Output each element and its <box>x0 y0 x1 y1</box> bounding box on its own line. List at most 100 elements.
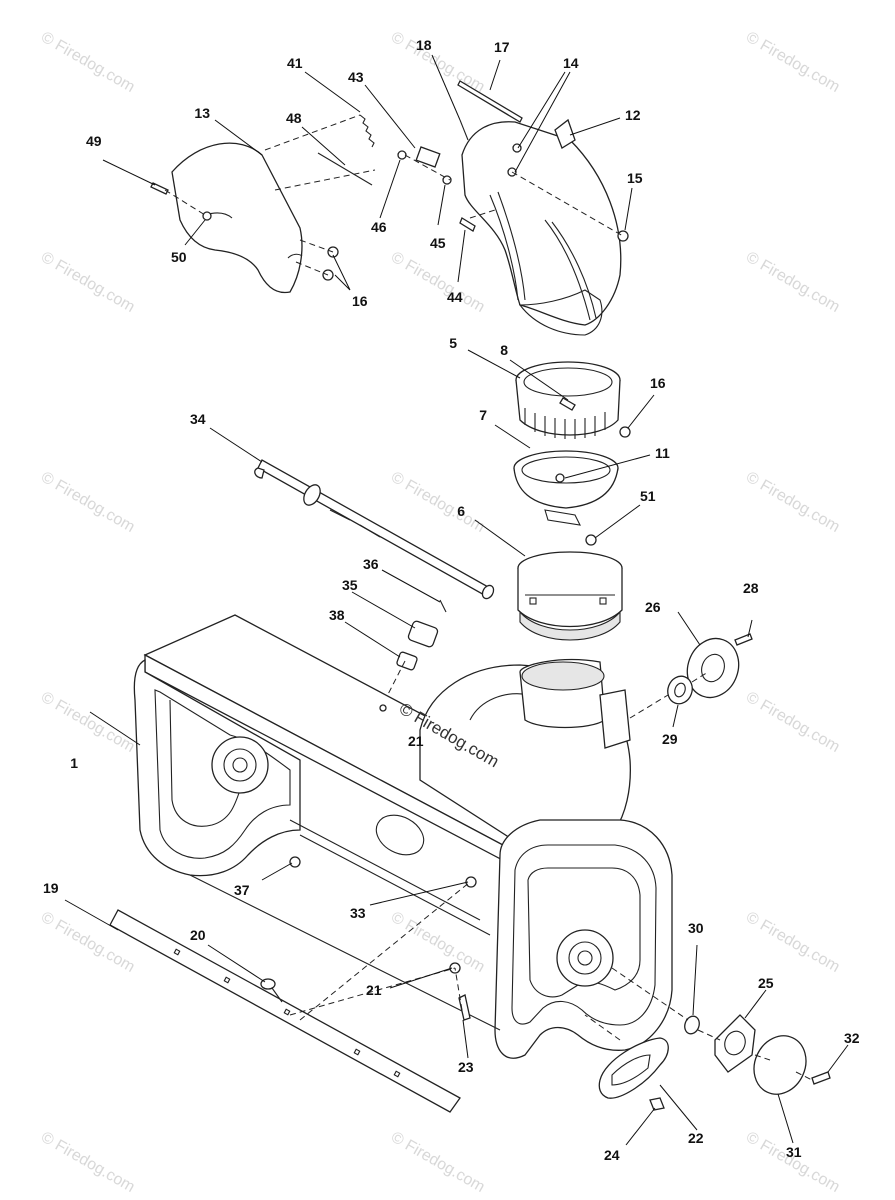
bearing-housing-25 <box>714 1014 756 1073</box>
callout-45: 45 <box>430 235 446 251</box>
auger-housing <box>133 614 673 1059</box>
spacer-38 <box>396 651 418 671</box>
watermark-text: © Firedog.com <box>388 1129 488 1196</box>
washer-46 <box>397 150 407 160</box>
watermark-text: © Firedog.com <box>743 249 843 316</box>
assembly-line <box>584 1014 621 1041</box>
watermark-text: © Firedog.com <box>388 469 488 536</box>
callout-44: 44 <box>447 289 463 305</box>
chute-tab <box>554 118 576 149</box>
washer-30 <box>684 1015 700 1035</box>
callout-33: 33 <box>350 905 366 921</box>
hole <box>379 704 387 712</box>
spring-41 <box>359 114 375 148</box>
callout-12: 12 <box>625 107 641 123</box>
callout-16a: 16 <box>352 293 368 309</box>
callout-22: 22 <box>688 1130 704 1146</box>
callout-13: 13 <box>194 105 210 121</box>
callout-50: 50 <box>171 249 187 265</box>
watermark-text: © Firedog.com <box>38 29 138 96</box>
chute-gear-ring <box>517 551 623 641</box>
deflector-pivot-bolt <box>202 211 212 221</box>
bearing-29 <box>667 675 693 705</box>
watermark-layer: © Firedog.com © Firedog.com © Firedog.co… <box>38 29 843 1196</box>
callout-11: 11 <box>655 445 670 461</box>
watermark-text: © Firedog.com <box>743 469 843 536</box>
callout-21a: 21 <box>408 733 424 749</box>
callout-7: 7 <box>479 407 487 423</box>
callout-19: 19 <box>43 880 59 896</box>
chute-flange <box>513 450 619 526</box>
bolt-28 <box>734 633 753 646</box>
callout-16b: 16 <box>650 375 666 391</box>
rod-48 <box>317 152 373 186</box>
callout-43: 43 <box>348 69 364 85</box>
nut-15 <box>617 230 629 242</box>
watermark-text: © Firedog.com <box>743 1129 843 1196</box>
callout-49: 49 <box>86 133 102 149</box>
discharge-chute <box>457 80 629 336</box>
callout-51: 51 <box>640 488 656 504</box>
callout-labels: 1 5 6 7 8 11 12 13 14 15 16 16 17 18 19 … <box>43 37 860 1163</box>
callout-31: 31 <box>786 1144 802 1160</box>
callout-6: 6 <box>457 503 465 519</box>
callout-41: 41 <box>287 55 303 71</box>
leader-lines <box>64 54 849 1146</box>
callout-1: 1 <box>70 755 78 771</box>
assembly-line <box>295 239 334 276</box>
callout-14: 14 <box>563 55 579 71</box>
callout-34: 34 <box>190 411 206 427</box>
watermark-text: © Firedog.com <box>743 909 843 976</box>
watermark-text: © Firedog.com <box>388 249 488 316</box>
nut-37 <box>289 856 301 868</box>
watermark-text: © Firedog.com <box>743 29 843 96</box>
watermark-text: © Firedog.com <box>388 29 488 96</box>
assembly-line <box>164 189 206 216</box>
callout-15: 15 <box>627 170 643 186</box>
watermark-text: © Firedog.com <box>388 909 488 976</box>
callout-25: 25 <box>758 975 774 991</box>
callout-20: 20 <box>190 927 206 943</box>
callout-32: 32 <box>844 1030 860 1046</box>
bracket-43 <box>415 146 441 168</box>
callout-17: 17 <box>494 39 510 55</box>
assembly-line <box>454 967 463 1011</box>
callout-46: 46 <box>371 219 387 235</box>
assembly-line <box>469 209 496 219</box>
callout-26: 26 <box>645 599 661 615</box>
callout-18: 18 <box>416 37 432 53</box>
assembly-line <box>629 671 709 719</box>
callout-24: 24 <box>604 1147 620 1163</box>
bolt-8 <box>559 397 576 411</box>
watermark-text: © Firedog.com <box>743 689 843 756</box>
assembly-line <box>264 114 376 191</box>
bearing-flange-26 <box>686 637 740 699</box>
callout-28: 28 <box>743 580 759 596</box>
callout-35: 35 <box>342 577 358 593</box>
shave-plate <box>109 909 461 1113</box>
watermark-text: © Firedog.com <box>38 469 138 536</box>
bushing-35 <box>407 620 439 648</box>
skid-shoe <box>598 1037 669 1099</box>
assembly-line <box>511 171 624 237</box>
callout-30: 30 <box>688 920 704 936</box>
watermark-text: © Firedog.com <box>38 689 138 756</box>
cover-31 <box>753 1035 807 1095</box>
callout-23: 23 <box>458 1059 474 1075</box>
callout-5: 5 <box>449 335 457 351</box>
callout-38: 38 <box>329 607 345 623</box>
auger-shaft <box>254 459 495 600</box>
callout-36: 36 <box>363 556 379 572</box>
chute-ring <box>515 361 621 439</box>
chute-deflector <box>171 142 303 294</box>
callout-48: 48 <box>286 110 302 126</box>
assembly-line <box>611 967 813 1081</box>
callout-29: 29 <box>662 731 678 747</box>
bolt-23 <box>458 994 471 1021</box>
chute-strip-17 <box>457 80 523 123</box>
nut-51 <box>585 534 597 546</box>
pin-18 <box>459 119 469 141</box>
callout-21b: 21 <box>366 982 382 998</box>
bolt-11 <box>555 473 565 483</box>
